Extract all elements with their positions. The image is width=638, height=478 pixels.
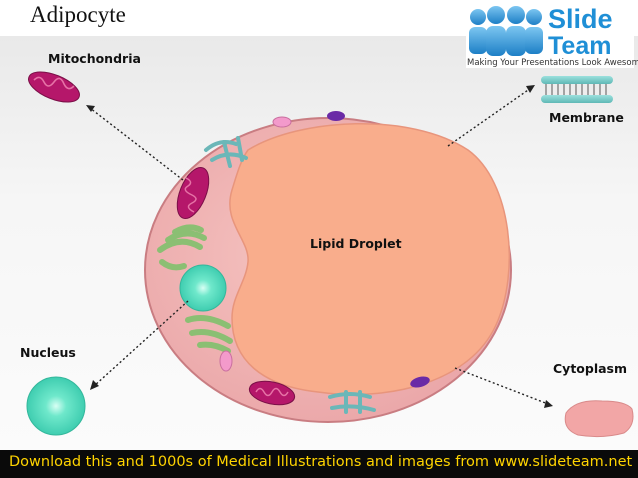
arrowhead-nucleus xyxy=(90,380,99,390)
label-lipid-droplet: Lipid Droplet xyxy=(310,236,402,251)
label-nucleus: Nucleus xyxy=(20,345,76,360)
mitochondrion-lower xyxy=(248,380,296,406)
label-mitochondria: Mitochondria xyxy=(48,51,141,66)
arrowhead-membrane xyxy=(526,85,535,93)
footer-download-text[interactable]: Download this and 1000s of Medical Illus… xyxy=(9,454,633,470)
arrowhead-mitochondria xyxy=(86,105,95,112)
mitochondria-sample xyxy=(28,71,80,103)
leader-cytoplasm xyxy=(454,367,549,405)
golgi-lower xyxy=(185,315,233,354)
leader-nucleus xyxy=(93,300,189,387)
logo-tagline: Making Your Presentations Look Awesome xyxy=(467,58,638,68)
leader-mitochondria xyxy=(89,107,184,181)
vesicle-purple-top xyxy=(327,111,345,121)
leader-membrane xyxy=(447,87,532,147)
vesicle-pink-top xyxy=(272,116,292,128)
label-cytoplasm: Cytoplasm xyxy=(553,361,628,376)
footer-banner xyxy=(0,450,638,478)
nucleus-in-cell xyxy=(179,264,227,312)
logo-text-team: Team xyxy=(548,32,612,60)
nucleus-sample xyxy=(26,376,86,436)
vesicle-pink-left xyxy=(219,350,233,372)
er-upper xyxy=(204,136,248,168)
slide-title: Adipocyte xyxy=(30,2,126,27)
cytoplasm-sample xyxy=(564,400,634,438)
membrane-sample xyxy=(541,76,613,103)
logo-text-slide: Slide xyxy=(548,4,613,34)
vesicle-purple-bottom xyxy=(410,376,430,388)
people-logo-icon xyxy=(469,6,543,56)
lipid-droplet xyxy=(229,123,510,396)
mitochondrion-upper xyxy=(176,166,210,220)
label-membrane: Membrane xyxy=(549,110,624,125)
golgi-upper xyxy=(157,224,207,271)
er-lower xyxy=(328,390,376,414)
arrowhead-cytoplasm xyxy=(544,400,553,408)
slideteam-logo: Slide Team Making Your Presentations Loo… xyxy=(466,2,638,68)
